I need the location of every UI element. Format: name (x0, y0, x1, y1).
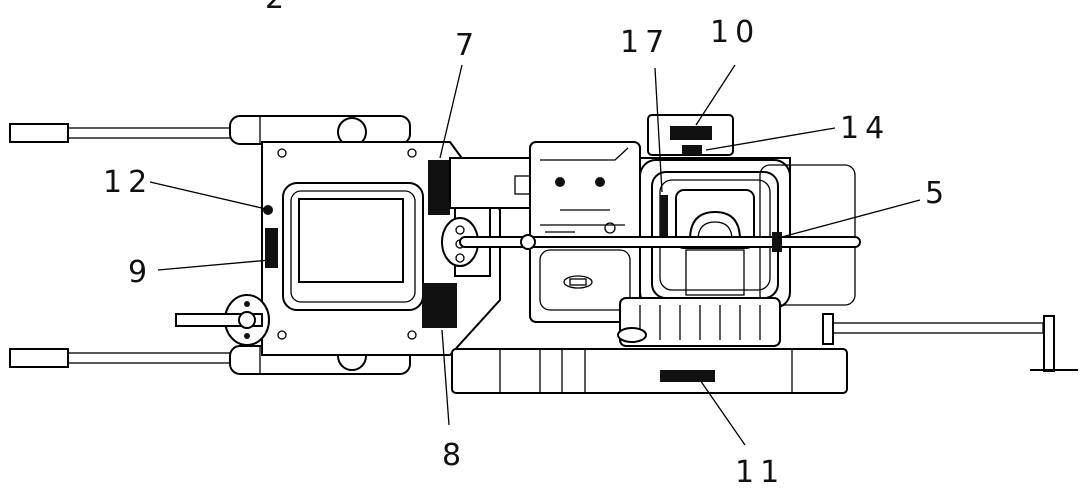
callout-labels: 2 7 17 10 14 12 5 9 8 11 (103, 0, 950, 490)
label-11: 11 (735, 455, 785, 490)
plate-bolts (277, 148, 417, 340)
extension-arm (822, 313, 1078, 372)
top-decal-box (647, 114, 734, 156)
label-14: 14 (840, 111, 890, 146)
decal-7 (428, 160, 450, 215)
motor-housing (639, 159, 856, 309)
label-17: 17 (620, 25, 670, 60)
upper-wheel (229, 115, 411, 147)
label-7: 7 (455, 28, 480, 63)
bottom-rail (451, 348, 848, 394)
label-5: 5 (925, 176, 950, 211)
indicator-dot (263, 205, 273, 215)
decal-8 (422, 283, 457, 328)
decal-9 (265, 228, 278, 268)
label-10: 10 (710, 15, 760, 50)
latch-assembly (175, 294, 270, 346)
square-window (282, 182, 424, 311)
label-8: 8 (442, 438, 467, 473)
upper-handle (9, 123, 269, 143)
leader-lines (149, 64, 921, 446)
label-9: 9 (128, 255, 153, 290)
main-rod (459, 232, 861, 252)
label-12: 12 (103, 165, 153, 200)
label-2: 2 (265, 0, 290, 16)
lower-mechanism (617, 297, 781, 347)
